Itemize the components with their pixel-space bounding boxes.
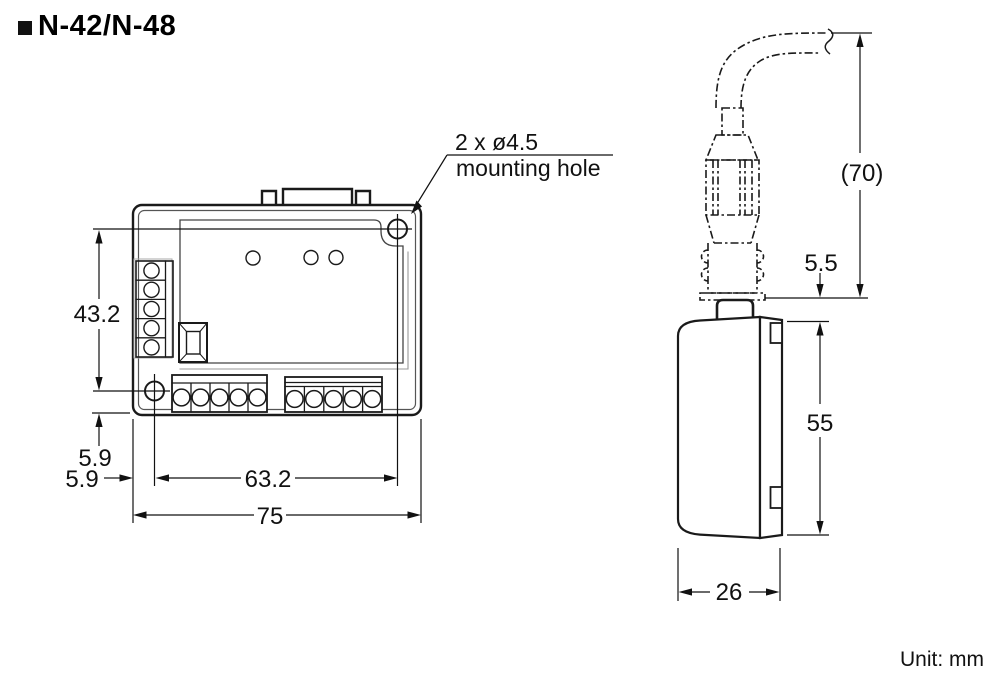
top-connector-tabs xyxy=(260,187,372,207)
front-view-drawing xyxy=(131,187,423,417)
side-view-arrowheads xyxy=(678,33,864,596)
panel-rim-lines xyxy=(179,251,409,370)
side-view-dimensions xyxy=(677,32,872,601)
callout-hole-name: mounting hole xyxy=(456,155,601,181)
dim-label-5-9-horizontal: 5.9 xyxy=(65,466,98,493)
dim-label-75: 75 xyxy=(257,503,284,530)
dim-label-63-2: 63.2 xyxy=(245,466,292,493)
side-view-drawing xyxy=(676,28,834,540)
left-terminal-block xyxy=(133,258,174,359)
dim-label-43-2: 43.2 xyxy=(74,301,121,328)
connector-component xyxy=(178,322,208,363)
socket-boss xyxy=(715,298,755,322)
bottom-terminal-block-right xyxy=(284,376,383,413)
body-front-face xyxy=(676,315,762,540)
cable-break-symbol xyxy=(824,28,834,55)
dim-label-70: (70) xyxy=(841,160,884,187)
dim-label-5-9-vertical: 5.9 xyxy=(78,445,111,472)
front-view-arrowheads xyxy=(95,200,422,519)
panel-outline xyxy=(179,219,404,364)
page-title: N-42/N-48 xyxy=(18,10,176,43)
square-bullet-icon xyxy=(18,20,32,35)
body-side-face xyxy=(758,315,784,540)
mounting-clip-bottom xyxy=(769,486,783,509)
unit-note: Unit: mm xyxy=(900,648,984,671)
front-view-dimensions xyxy=(92,154,613,523)
bottom-terminal-block-left xyxy=(171,374,268,413)
model-title: N-42/N-48 xyxy=(38,10,177,42)
callout-hole-size: 2 x ø4.5 xyxy=(455,129,538,155)
dim-label-5-5: 5.5 xyxy=(804,250,837,277)
case-inner-line xyxy=(137,209,417,411)
dim-label-26: 26 xyxy=(716,579,743,606)
mounting-clip-top xyxy=(769,322,783,344)
dim-label-55: 55 xyxy=(807,410,834,437)
panel-holes xyxy=(245,249,344,266)
